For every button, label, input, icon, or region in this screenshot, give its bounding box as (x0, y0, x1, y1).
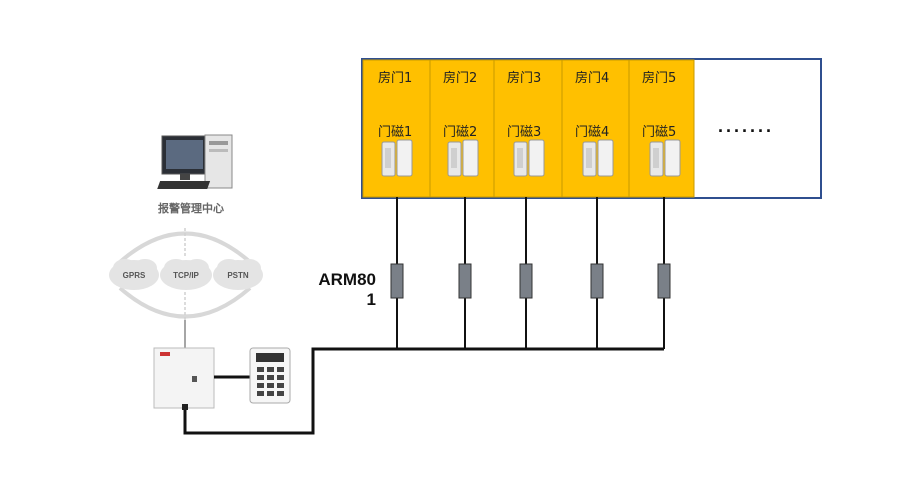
network-label-pstn: PSTN (227, 271, 249, 280)
arm-module (590, 263, 604, 299)
arm-module (390, 263, 404, 299)
door-sensor-icon (447, 139, 479, 177)
module-label: ARM80 1 (300, 270, 376, 310)
cloud-icon (160, 259, 212, 290)
computer-icon (157, 134, 233, 189)
sensor-label: 门磁5 (642, 125, 677, 140)
cloud-icon (213, 259, 263, 290)
network-label-tcpip: TCP/IP (173, 271, 199, 280)
arm-module (519, 263, 533, 299)
network-arc (118, 231, 252, 264)
arm-module (458, 263, 472, 299)
network-label-gprs: GPRS (123, 271, 146, 280)
door-sensor-icon (582, 139, 614, 177)
sensor-label: 门磁1 (378, 125, 413, 140)
sensor-label: 门磁2 (443, 125, 478, 140)
door-sensor-icon (513, 139, 545, 177)
room-label: 房门4 (575, 71, 610, 86)
room-cell-2 (429, 59, 495, 198)
alarm-host-icon (153, 347, 215, 410)
sensor-label: 门磁3 (507, 125, 542, 140)
room-cell-1 (362, 59, 431, 198)
bus-wire (183, 347, 664, 435)
module-label-line2: 1 (366, 290, 376, 309)
keypad-icon (249, 347, 291, 404)
arm-module (657, 263, 671, 299)
door-sensor-icon (649, 139, 681, 177)
door-sensor-icon (381, 139, 413, 177)
room-label: 房门3 (507, 71, 542, 86)
center-label: 报警管理中心 (158, 202, 224, 215)
module-label-line1: ARM80 (318, 270, 376, 289)
room-label: 房门1 (378, 71, 413, 86)
cloud-icon (109, 259, 159, 290)
room-label: 房门5 (642, 71, 677, 86)
network-arc (118, 286, 252, 319)
room-cell-3 (493, 59, 563, 198)
sensor-label: 门磁4 (575, 125, 610, 140)
room-label: 房门2 (443, 71, 478, 86)
more-rooms-indicator: . . . . . . . (718, 116, 771, 136)
